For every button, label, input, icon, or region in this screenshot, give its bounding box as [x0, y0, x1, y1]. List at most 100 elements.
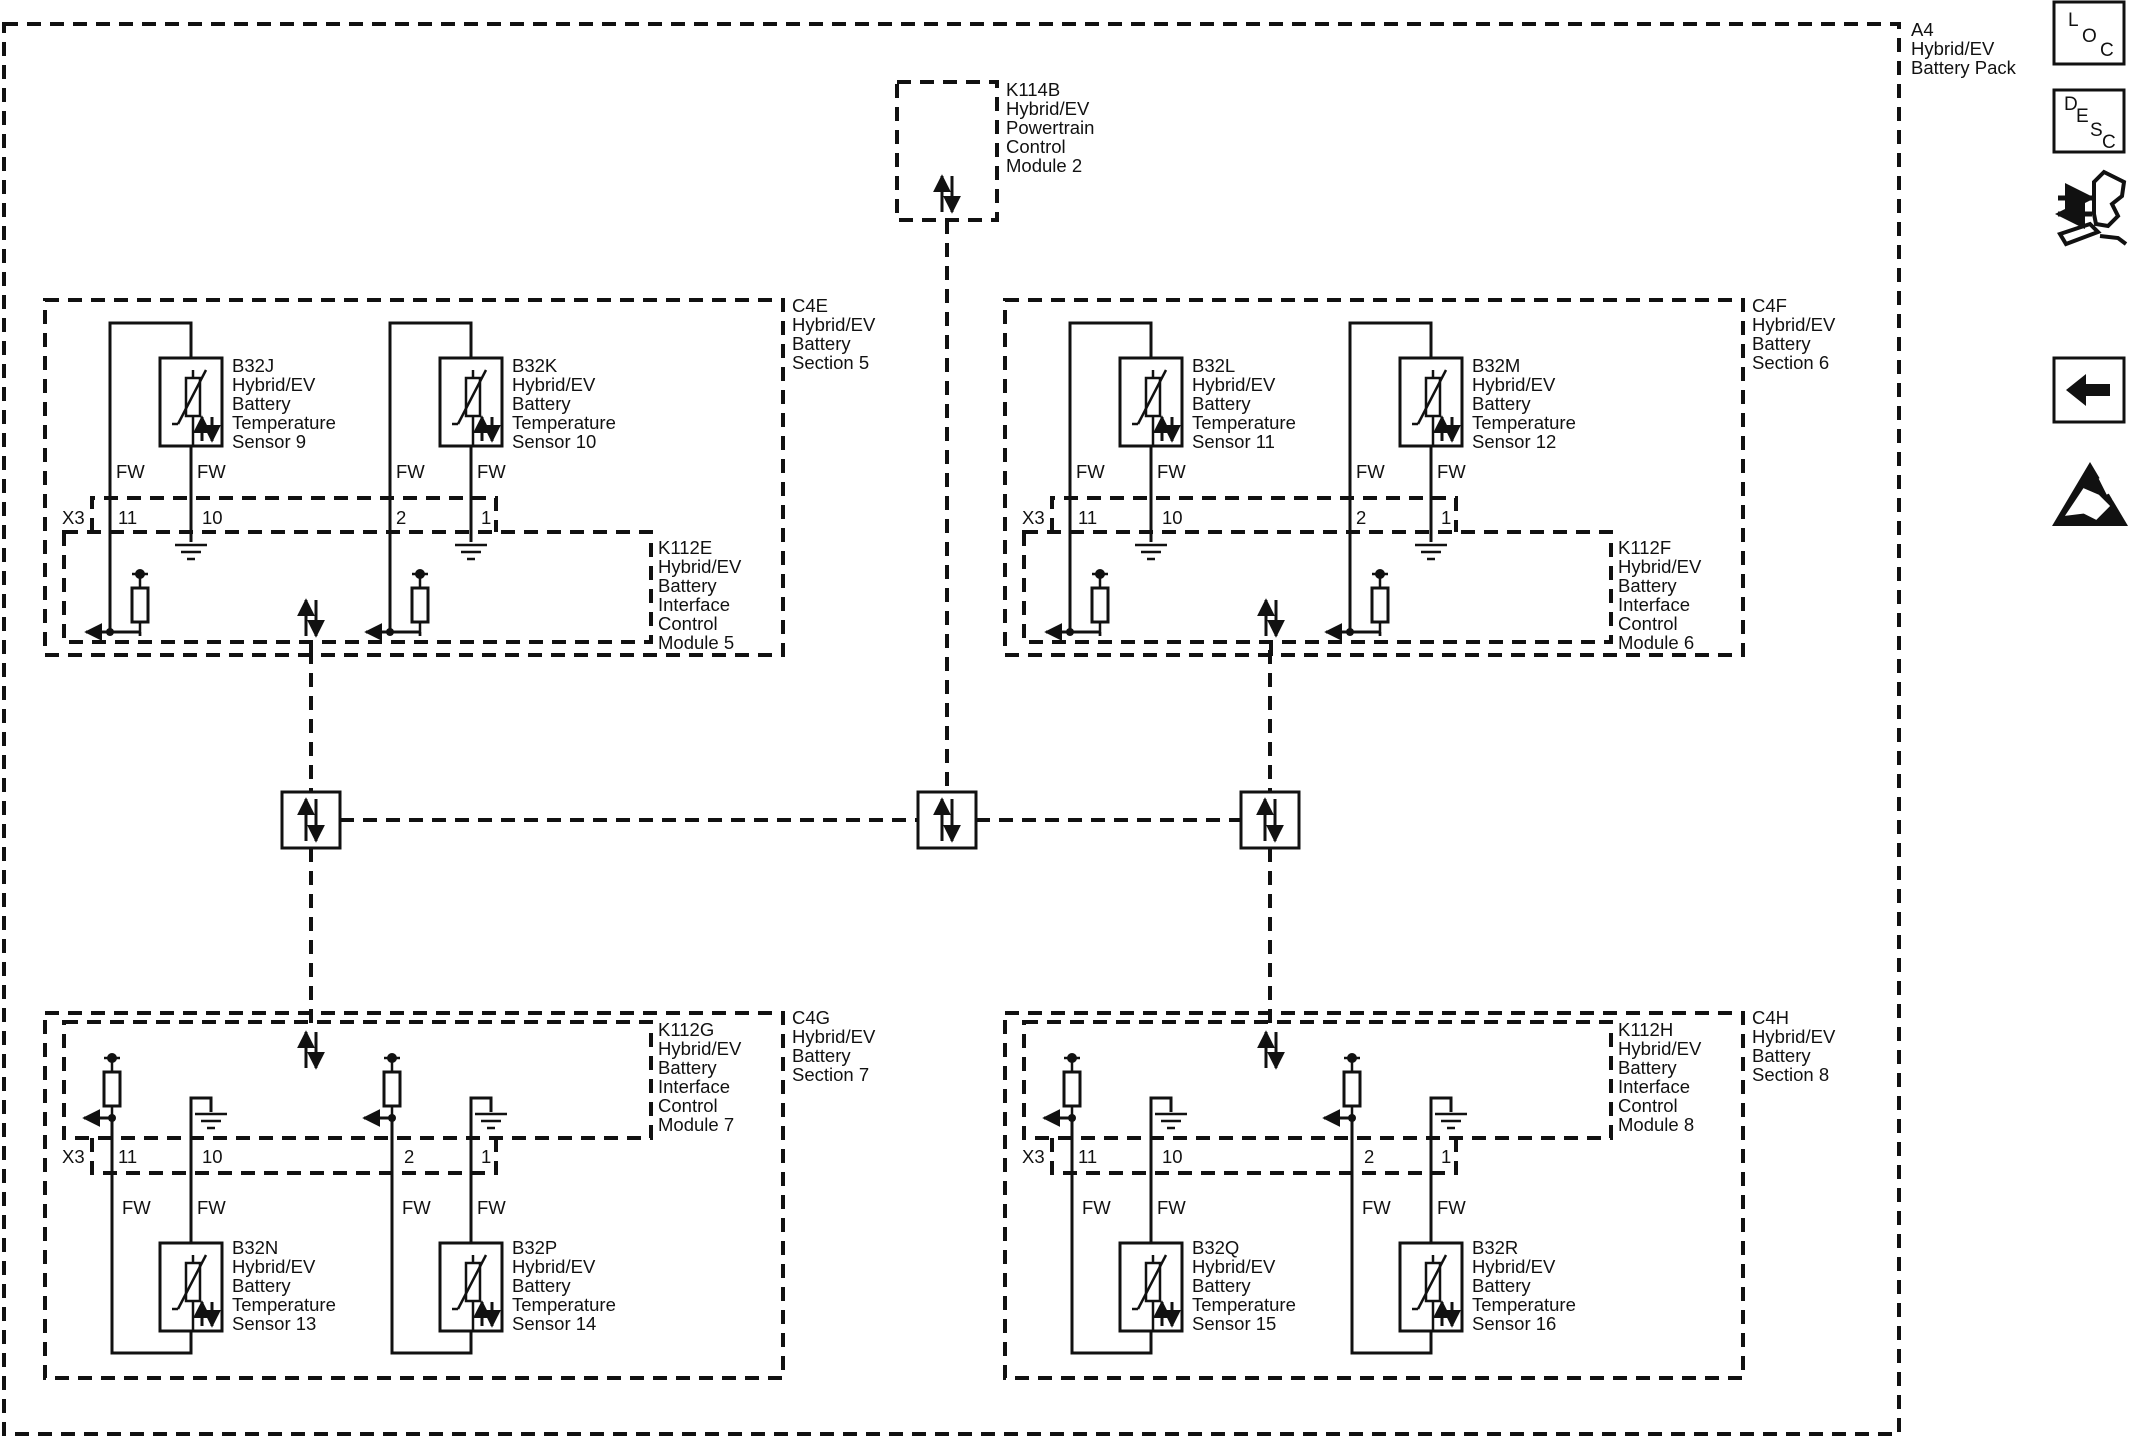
- section-c4h-sensor-b32q-signal-wire: [1070, 1118, 1153, 1355]
- section-c4h-module-name-line: Control: [1618, 1095, 1678, 1116]
- section-c4f-module-name-line: Module 6: [1618, 632, 1694, 653]
- section-c4h-sensor-b32r-fw-label: FW: [1437, 1197, 1466, 1218]
- section-c4h-pin-label: 11: [1078, 1146, 1097, 1167]
- section-c4f-module-ref: K112F: [1618, 537, 1671, 558]
- section-c4g-connector: [90, 1138, 498, 1175]
- section-c4g-sensor-b32n-pullup-resistor: [102, 1070, 122, 1108]
- section-c4g-boundary: [43, 1011, 785, 1380]
- section-c4e-sensor-b32k-fw-label: FW: [477, 461, 506, 482]
- section-c4h-sensor-b32r-arrows-icon: [1433, 1300, 1461, 1328]
- section-c4g-module-ref: K112G: [658, 1019, 714, 1040]
- esd-warning-icon[interactable]: [2052, 462, 2128, 526]
- wiring-lines: [2, 22, 1901, 1436]
- section-c4h-sensor-b32r-fw-label: FW: [1362, 1197, 1391, 1218]
- pcm-name-line: Powertrain: [1006, 117, 1094, 138]
- gateway-left-arrows-icon: [297, 797, 325, 843]
- section-c4f-sensor-b32l-diagonal: [1136, 369, 1168, 425]
- section-c4e-module-name-line: Module 5: [658, 632, 734, 653]
- section-c4h-pin-label: 2: [1364, 1146, 1374, 1167]
- gateway-center-arrows-icon: [933, 797, 961, 843]
- section-c4h-sensor-b32r-ref: B32R: [1472, 1237, 1518, 1258]
- section-c4e-sensor-b32j-name-line: Sensor 9: [232, 431, 306, 452]
- section-c4h-connector: [1050, 1138, 1458, 1175]
- section-c4g-pin-label: 10: [202, 1146, 223, 1167]
- section-c4f-name-line: Hybrid/EV: [1752, 314, 1836, 335]
- section-c4e-module-name-line: Hybrid/EV: [658, 556, 742, 577]
- section-c4f-sensor-b32m-pullup-resistor: [1370, 586, 1390, 624]
- gateway-right: [1239, 790, 1301, 850]
- section-c4e-module-boundary: [62, 530, 653, 644]
- section-c4f-ref: C4F: [1752, 295, 1787, 316]
- section-c4h-name-line: Hybrid/EV: [1752, 1026, 1836, 1047]
- section-c4e-sensor-b32k-fw-label: FW: [396, 461, 425, 482]
- section-c4h-module-boundary: [1022, 1020, 1613, 1140]
- section-c4e-connector: [90, 496, 498, 532]
- section-c4f-sensor-b32l-name-line: Temperature: [1192, 412, 1296, 433]
- location-icon[interactable]: LOC: [2052, 0, 2126, 66]
- section-c4f-sensor-b32l-ref: B32L: [1192, 355, 1235, 376]
- section-c4e-sensor-b32k-pullup-resistor: [410, 586, 430, 624]
- section-c4e-sensor-b32k-ref: B32K: [512, 355, 558, 376]
- section-c4g-module-name-line: Battery: [658, 1057, 717, 1078]
- section-c4h-sensor-b32r-ground-wire: [1429, 1096, 1453, 1243]
- section-c4h-sensor-b32q-ground-wire: [1149, 1096, 1173, 1243]
- section-c4e-sensor-b32j-ground-icon: [175, 543, 207, 561]
- section-c4h-sensor-b32q-name-line: Temperature: [1192, 1294, 1296, 1315]
- section-c4h-sensor-b32q-fw-label: FW: [1082, 1197, 1111, 1218]
- section-c4h-sensor-b32r-name-line: Battery: [1472, 1275, 1531, 1296]
- section-c4h-connector-label: X3: [1022, 1146, 1045, 1167]
- section-c4e-sensor-b32j-arrows-icon: [193, 415, 221, 443]
- section-c4g-sensor-b32p-ground-icon: [475, 1112, 507, 1130]
- section-c4h-sensor-b32q-name-line: Battery: [1192, 1275, 1251, 1296]
- section-c4f-module-arrows-icon: [1257, 598, 1285, 638]
- section-c4f-sensor-b32l-name-line: Battery: [1192, 393, 1251, 414]
- section-c4f-module-name-line: Control: [1618, 613, 1678, 634]
- section-c4g-connector-label: X3: [62, 1146, 85, 1167]
- gateway-right-arrows-icon: [1256, 797, 1284, 843]
- section-c4g-sensor-b32n-fw-label: FW: [197, 1197, 226, 1218]
- section-c4g-sensor-b32n-ground-wire: [189, 1096, 213, 1243]
- section-c4g-sensor-b32p-name-line: Temperature: [512, 1294, 616, 1315]
- section-c4g-ref: C4G: [792, 1007, 830, 1028]
- section-c4g-name-line: Section 7: [792, 1064, 869, 1085]
- section-c4e-sensor-b32k-name-line: Temperature: [512, 412, 616, 433]
- location-icon-letter: C: [2100, 40, 2114, 61]
- section-c4e-module-ref: K112E: [658, 537, 712, 558]
- section-c4g-module-name-line: Module 7: [658, 1114, 734, 1135]
- section-c4e-boundary: [43, 298, 785, 657]
- section-c4g-sensor-b32p-fw-label: FW: [477, 1197, 506, 1218]
- section-c4f-pin-label: 10: [1162, 507, 1183, 528]
- back-arrow-icon[interactable]: [2052, 356, 2126, 424]
- section-c4f-pin-label: 11: [1078, 507, 1097, 528]
- section-c4h-sensor-b32r-name-line: Temperature: [1472, 1294, 1576, 1315]
- connector-icon-shape: [2057, 169, 2128, 247]
- section-c4f-module-name-line: Interface: [1618, 594, 1690, 615]
- section-c4h-sensor-b32r-ground-icon: [1435, 1112, 1467, 1130]
- connector-repair-icon[interactable]: [2055, 169, 2128, 247]
- section-c4h-sensor-b32q-pullup-resistor: [1062, 1070, 1082, 1108]
- section-c4f-module-name-line: Hybrid/EV: [1618, 556, 1702, 577]
- section-c4h-sensor-b32q-junction: [1068, 1114, 1076, 1122]
- section-c4f-sensor-b32m-name-line: Temperature: [1472, 412, 1576, 433]
- description-icon-letter: S: [2090, 120, 2103, 141]
- section-c4e-name-line: Battery: [792, 333, 851, 354]
- section-c4h-module-arrows-icon: [1257, 1030, 1285, 1070]
- section-c4f-sensor-b32m-name-line: Sensor 12: [1472, 431, 1556, 452]
- section-c4f-sensor-b32l-fw-label: FW: [1076, 461, 1105, 482]
- section-c4f-sensor-b32l-arrows-icon: [1153, 415, 1181, 443]
- section-c4e-sensor-b32k-name-line: Hybrid/EV: [512, 374, 596, 395]
- section-c4f-sensor-b32l-name-line: Hybrid/EV: [1192, 374, 1276, 395]
- section-c4g-module-arrows-icon: [297, 1030, 325, 1070]
- section-c4h-sensor-b32r-junction: [1348, 1114, 1356, 1122]
- section-c4g-sensor-b32n-name-line: Sensor 13: [232, 1313, 316, 1334]
- section-c4f-module-name-line: Battery: [1618, 575, 1677, 596]
- section-c4e-sensor-b32j-fw-label: FW: [197, 461, 226, 482]
- section-c4g-sensor-b32p-diagonal: [456, 1254, 488, 1310]
- section-c4h-module-name-line: Hybrid/EV: [1618, 1038, 1702, 1059]
- section-c4g-name-line: Hybrid/EV: [792, 1026, 876, 1047]
- section-c4e-module-name-line: Interface: [658, 594, 730, 615]
- section-c4h-sensor-b32q-ref: B32Q: [1192, 1237, 1239, 1258]
- section-c4e-connector-label: X3: [62, 507, 85, 528]
